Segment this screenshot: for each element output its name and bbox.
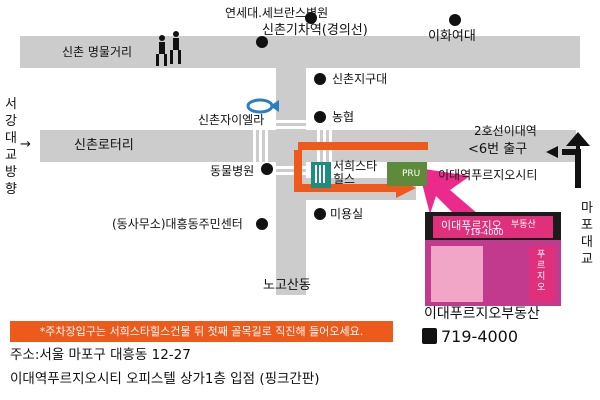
pedestrians-icon xyxy=(156,31,181,66)
label-hair-salon: 미용실 xyxy=(330,207,364,221)
prugio-sign-icon xyxy=(387,162,427,186)
label-community-center: (동사무소)대흥동주민센터 xyxy=(112,217,243,231)
marker-dongmul xyxy=(261,163,273,175)
seogang-arrow: → xyxy=(20,137,31,152)
address-line2: 이대역푸르지오시티 오피스텔 상가1층 입점 (핑크간판) xyxy=(10,371,320,387)
label-rotary: 신촌로터리 xyxy=(74,138,134,153)
store-phone: 719-4000 xyxy=(441,327,519,346)
label-seoheui: 서희스타힐스 xyxy=(333,159,378,186)
label-exit-line1: 2호선이대역 xyxy=(474,124,537,138)
marker-hair-salon xyxy=(314,208,326,220)
store-side-sign-text: 푸르지오 xyxy=(537,250,546,293)
store-window xyxy=(431,246,483,302)
label-nogosan: 노고산동 xyxy=(263,278,311,293)
seoheui-sign-lines xyxy=(315,165,325,183)
store-sign-top: 이대푸르지오 부동산 719-4000 xyxy=(433,216,553,238)
label-sinchon-station: 신촌기차역(경의선) xyxy=(262,23,368,38)
marker-university xyxy=(305,12,317,24)
marker-ewha xyxy=(449,14,461,26)
store-photo: 이대푸르지오 부동산 719-4000 푸르지오 xyxy=(425,212,561,306)
marker-sinchon-station xyxy=(256,36,268,48)
label-mapo: 마포대교 xyxy=(581,201,593,267)
store-sign-phone: 719-4000 xyxy=(465,228,504,237)
label-prugio-city: 이대역푸르지오시티 xyxy=(438,168,538,182)
label-ewha: 이화여대 xyxy=(428,29,476,44)
store-sign-sub: 부동산 xyxy=(511,220,536,230)
fish-logo-icon xyxy=(246,98,279,114)
parking-notice: *주차장입구는 서희스타힐스건물 뒤 첫째 골목길로 직진해 들어오세요. xyxy=(10,321,393,342)
label-nonghyup: 농협 xyxy=(332,110,355,124)
label-jigudae: 신촌지구대 xyxy=(332,72,388,86)
marker-nonghyup xyxy=(314,111,326,123)
store-sign-main: 이대푸르지오 xyxy=(441,219,502,232)
store-name: 이대푸르지오부동산 xyxy=(424,306,540,322)
phone-icon xyxy=(422,328,437,344)
store-side-sign: 푸르지오 xyxy=(529,246,555,302)
label-university: 연세대.세브란스병원 xyxy=(225,6,329,20)
label-dongmul: 동물병원 xyxy=(210,164,255,178)
pink-pointer xyxy=(418,168,478,222)
label-prugio-sign: PRU xyxy=(402,169,421,179)
marker-jigudae xyxy=(314,73,326,85)
label-jaiella: 신촌자이엘라 xyxy=(198,113,265,127)
label-myeongmul: 신촌 명물거리 xyxy=(62,45,133,59)
marker-community-center xyxy=(256,218,268,230)
label-seogang: 서강대교방향 xyxy=(5,97,17,197)
label-exit-line2: <6번 출구 xyxy=(468,142,528,157)
address-line1: 주소:서울 마포구 대흥동 12-27 xyxy=(10,347,191,363)
